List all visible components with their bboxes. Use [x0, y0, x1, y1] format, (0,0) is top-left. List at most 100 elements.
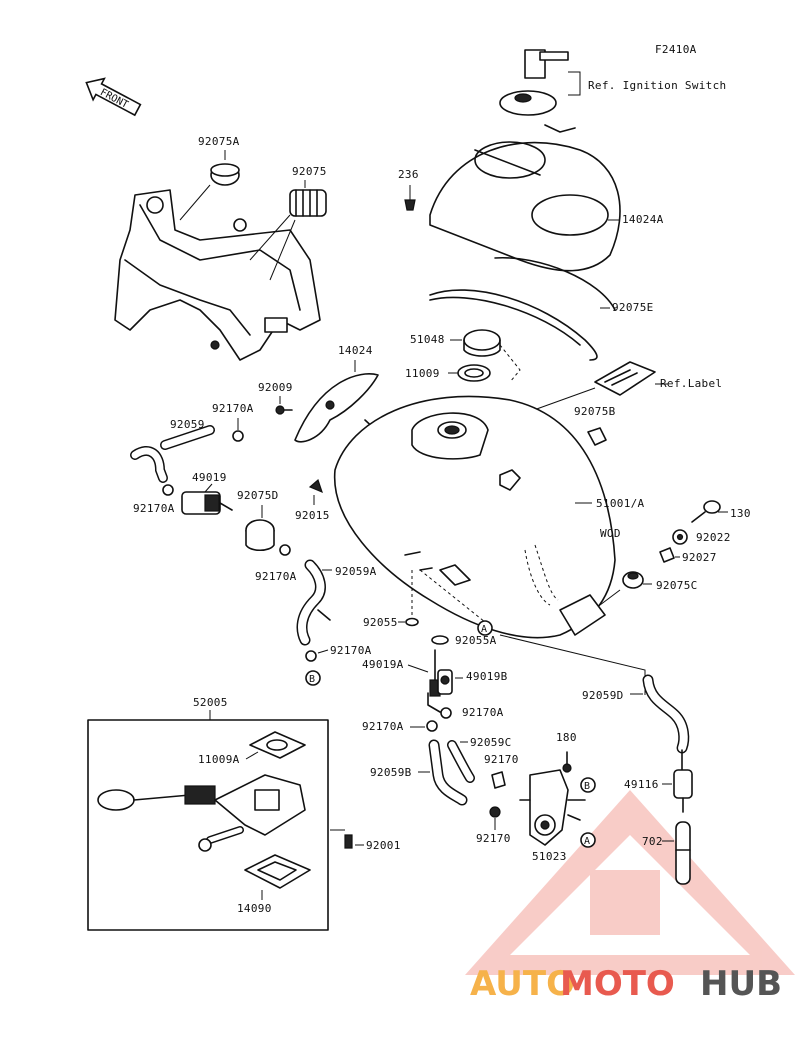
tank-note: WOD — [600, 527, 621, 540]
label-92059B: 92059B — [370, 766, 412, 779]
marker-a-tank — [477, 620, 493, 636]
label-702: 702 — [642, 835, 663, 848]
front-arrow: FRONT — [85, 77, 142, 117]
label-49019A: 49019A — [362, 658, 404, 671]
hose-702 — [675, 821, 691, 885]
label-92170A-1: 92170A — [212, 402, 254, 415]
label-92059A: 92059A — [335, 565, 377, 578]
label-51001A: 51001/A — [596, 497, 645, 510]
pump-assembly-box-52005 — [87, 719, 329, 931]
label-130: 130 — [730, 507, 751, 520]
label-92015: 92015 — [295, 509, 330, 522]
diagram-code: F2410A — [655, 43, 697, 56]
marker-b-pump — [580, 777, 596, 793]
clamp-92170A-3 — [279, 544, 291, 556]
label-92001: 92001 — [366, 839, 401, 852]
fuel-filter-49019 — [181, 491, 233, 515]
label-92170-2: 92170 — [476, 832, 511, 845]
marker-b-left — [305, 670, 321, 686]
label-92059D: 92059D — [582, 689, 624, 702]
label-92170A-6: 92170A — [462, 706, 504, 719]
fuel-valve-49019B — [437, 669, 453, 695]
o-ring-92055 — [405, 617, 419, 627]
label-92055A: 92055A — [455, 634, 497, 647]
label-92075E: 92075E — [612, 301, 654, 314]
marker-b-left-text: B — [309, 674, 315, 685]
label-49019: 49019 — [192, 471, 227, 484]
label-92027: 92027 — [682, 551, 717, 564]
clip-92170-1 — [491, 771, 506, 789]
label-49116: 49116 — [624, 778, 659, 791]
label-51023: 51023 — [532, 850, 567, 863]
label-92170A-3: 92170A — [255, 570, 297, 583]
clamp-92170A-1 — [232, 430, 244, 442]
inline-filter-49116 — [673, 749, 693, 813]
label-14024: 14024 — [338, 344, 373, 357]
watermark-logo — [465, 790, 795, 975]
o-ring-92055A — [431, 635, 449, 645]
washer-92022 — [672, 529, 688, 545]
clamp-92170A-6 — [440, 707, 452, 719]
label-92075D: 92075D — [237, 489, 279, 502]
ref-ignition-switch: Ref. Ignition Switch — [588, 79, 726, 92]
label-92170-1: 92170 — [484, 753, 519, 766]
hose-92059B — [428, 739, 468, 806]
label-92075C: 92075C — [656, 579, 698, 592]
label-92055: 92055 — [363, 616, 398, 629]
label-52005: 52005 — [193, 696, 228, 709]
label-92170A-2: 92170A — [133, 502, 175, 515]
hose-92059A — [296, 559, 331, 646]
label-14090: 14090 — [237, 902, 272, 915]
ignition-switch-part — [499, 49, 576, 133]
ref-label: Ref.Label — [660, 377, 722, 390]
watermark-moto: MOTO — [560, 964, 675, 1004]
trim-92075E — [429, 289, 598, 361]
gasket-11009 — [457, 364, 491, 382]
frame-part — [114, 189, 321, 361]
rubber-92075A — [210, 163, 240, 186]
label-180: 180 — [556, 731, 577, 744]
clamp-92170A-4 — [305, 650, 317, 662]
trim-92075E-top — [494, 257, 616, 311]
label-236: 236 — [398, 168, 419, 181]
hose-92059D — [642, 674, 690, 754]
label-92009: 92009 — [258, 381, 293, 394]
clip-92015 — [308, 478, 323, 494]
marker-a-pump — [580, 832, 596, 848]
gasket-11009A — [249, 731, 306, 759]
marker-a-tank-text: A — [481, 624, 487, 635]
label-14024A: 14024A — [622, 213, 664, 226]
watermark-hub: HUB — [700, 964, 782, 1004]
ref-label-plate — [594, 361, 656, 396]
clip-92170-2 — [489, 806, 501, 818]
tank-cover-14024A — [429, 141, 621, 272]
label-92075: 92075 — [292, 165, 327, 178]
label-92022: 92022 — [696, 531, 731, 544]
label-11009A: 11009A — [198, 753, 240, 766]
marker-a-pump-text: A — [584, 836, 590, 847]
label-92059: 92059 — [170, 418, 205, 431]
damper-92075C — [622, 571, 644, 589]
clamp-92170A-2 — [162, 484, 174, 496]
label-92170A-4: 92170A — [330, 644, 372, 657]
fuel-pump-51023 — [519, 769, 586, 846]
hose-92059 — [130, 425, 215, 483]
bolt-130 — [691, 500, 721, 523]
damper-92075D — [245, 519, 275, 552]
fuel-cap-51048 — [463, 329, 521, 383]
screw-92001 — [344, 834, 353, 849]
fuel-tank-51001A — [333, 395, 616, 639]
hose-92059C — [447, 740, 475, 783]
label-51048: 51048 — [410, 333, 445, 346]
grommet-92075B — [587, 427, 607, 446]
label-92059C: 92059C — [470, 736, 512, 749]
label-92170A-5: 92170A — [362, 720, 404, 733]
marker-b-pump-text: B — [584, 781, 590, 792]
label-92075B: 92075B — [574, 405, 616, 418]
label-49019B: 49019B — [466, 670, 508, 683]
watermark-auto: AUTO — [470, 964, 575, 1004]
gasket-14090 — [244, 854, 311, 889]
watermark-text: AUTO MOTO HUB — [470, 964, 782, 1004]
label-11009: 11009 — [405, 367, 440, 380]
